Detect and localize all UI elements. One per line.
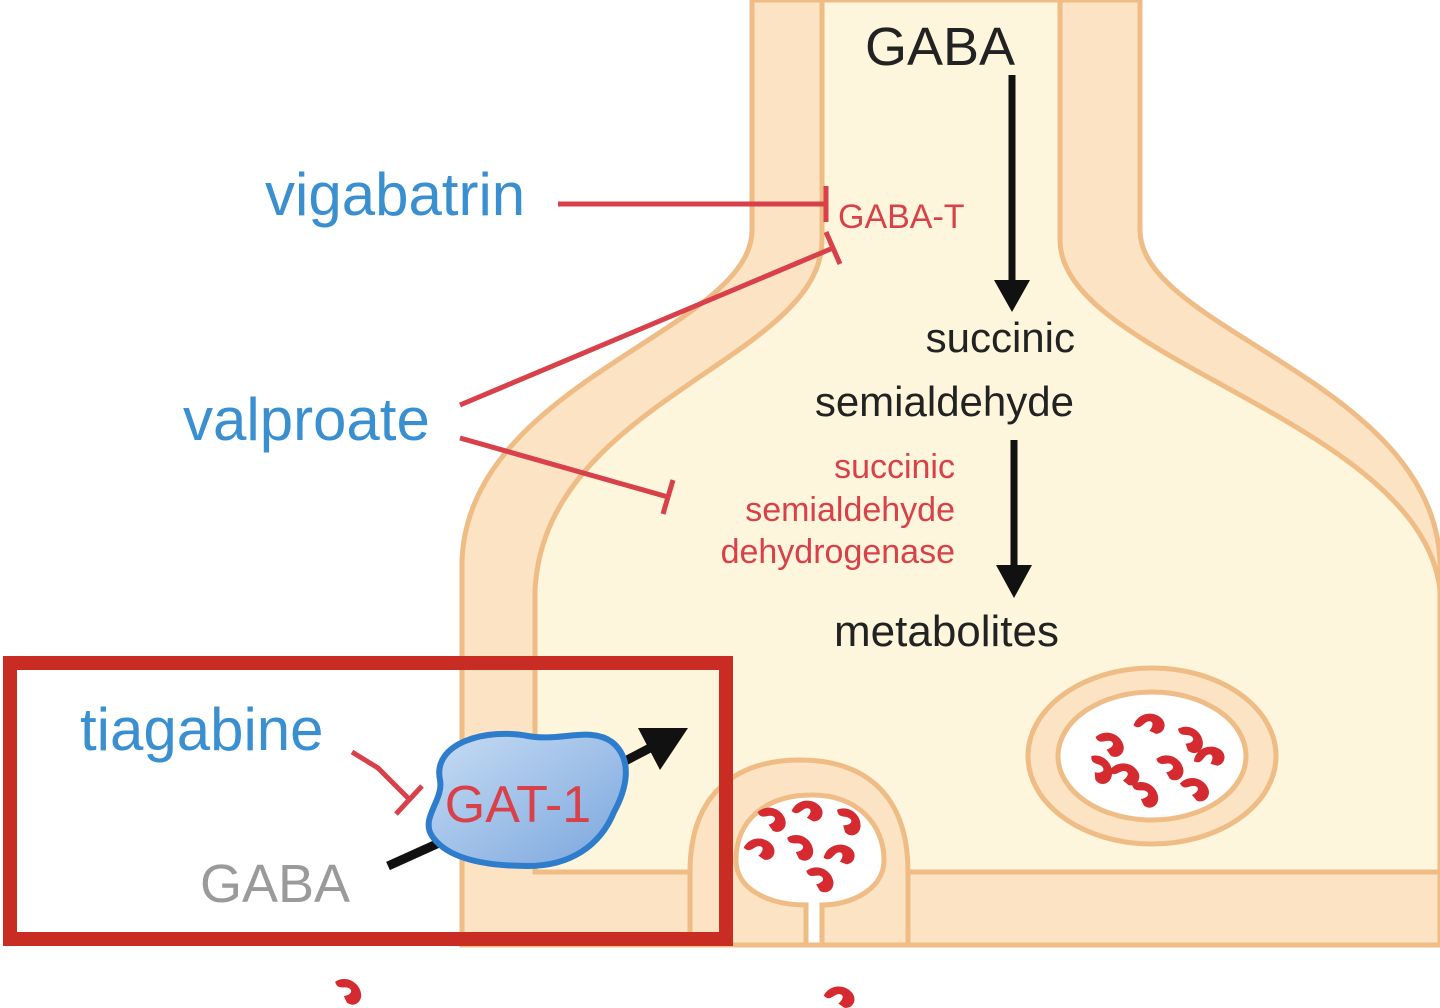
gaba-molecule-icon — [823, 844, 855, 865]
gaba-molecule-icon — [1133, 713, 1165, 734]
gaba-molecule-icon — [837, 808, 861, 836]
gat1-transporter-icon — [425, 730, 629, 870]
gaba-t-label: GABA-T — [838, 198, 965, 236]
gat1-highlight-box — [3, 656, 733, 946]
tiagabine-inhibits-gat1 — [350, 749, 412, 802]
gaba-label-bottom: GABA — [200, 854, 350, 914]
gaba-molecule-icon — [791, 800, 823, 822]
metabolites-label: metabolites — [834, 607, 1059, 656]
arrowhead-2 — [996, 565, 1032, 598]
gaba-molecule-icon — [823, 986, 855, 1008]
inhibition-lines — [459, 186, 843, 515]
gaba-molecule-icon — [1109, 763, 1140, 786]
gaba-molecule-icon — [335, 979, 362, 1005]
gaba-molecule-icon — [1179, 777, 1209, 802]
tiagabine-inhibition — [350, 749, 424, 816]
gaba-molecule-icon — [1091, 755, 1113, 784]
vigabatrin-label: vigabatrin — [265, 161, 525, 228]
released-gaba-molecules — [335, 979, 855, 1008]
semialdehyde-label: semialdehyde — [815, 378, 1074, 425]
gaba-molecule-icon — [1193, 746, 1225, 766]
tiagabine-label: tiagabine — [80, 696, 324, 763]
valproate-inhibits-ssadh — [459, 435, 669, 500]
valproate-label: valproate — [183, 386, 430, 453]
succinic-label: succinic — [926, 314, 1075, 361]
ssadh-label-line-3: dehydrogenase — [721, 533, 955, 571]
gaba-molecule-icon — [1156, 755, 1184, 781]
valproate-inhibits-gaba-t — [459, 245, 834, 408]
arrowhead-1 — [994, 280, 1030, 312]
gaba-label-top: GABA — [865, 17, 1015, 77]
valproate-tbar-2 — [660, 479, 676, 515]
pathway-arrows — [994, 75, 1032, 598]
ssadh-label-line-2: semialdehyde — [745, 491, 955, 529]
valproate-tbar-1 — [823, 230, 843, 266]
tiagabine-tbar — [394, 784, 424, 816]
gaba-molecule-icon — [743, 838, 775, 860]
gaba-molecules — [743, 713, 1225, 893]
gaba-molecule-icon — [1178, 726, 1203, 753]
gat1-label: GAT-1 — [445, 776, 591, 834]
uptake-arrowhead — [638, 728, 688, 770]
ssadh-label-line-1: succinic — [834, 448, 955, 486]
gaba-molecule-icon — [1132, 782, 1159, 808]
presynaptic-cytoplasm — [532, 0, 1440, 875]
gaba-molecule-icon — [757, 807, 786, 832]
gaba-molecule-icon — [806, 867, 834, 893]
storage-vesicle — [1025, 665, 1279, 847]
gaba-molecule-icon — [1095, 732, 1124, 757]
gaba-molecule-icon — [787, 835, 814, 861]
